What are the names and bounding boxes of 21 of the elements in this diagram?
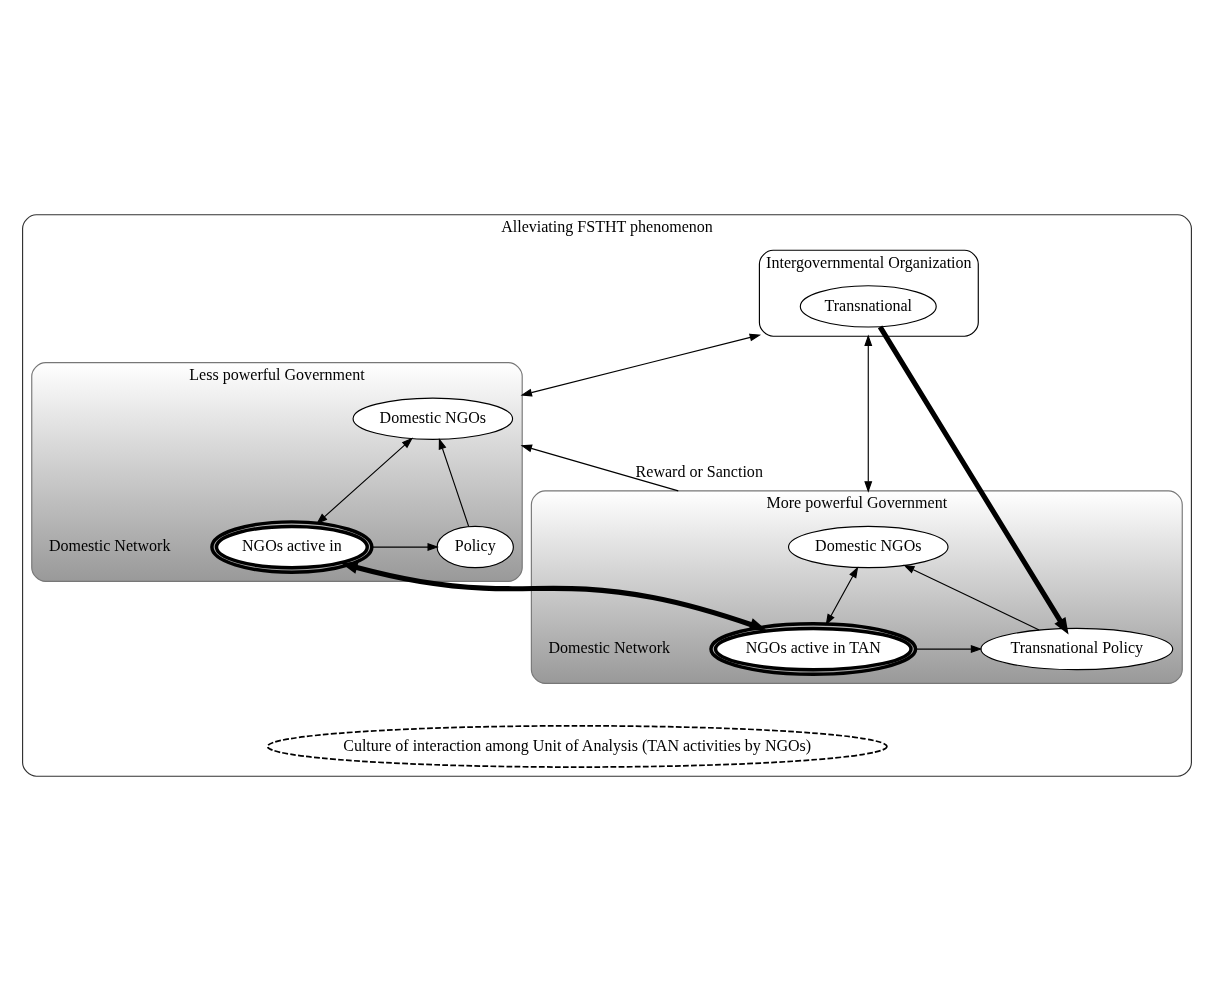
node-label: Domestic Network: [48, 536, 171, 554]
node-ellipse: Policy: [436, 525, 514, 568]
arrow: [341, 560, 767, 631]
node-ellipse: Transnational Policy: [980, 627, 1174, 670]
edge-label: Reward or Sanction: [635, 462, 763, 480]
node-ellipse: Transnational: [799, 284, 937, 328]
arrow: [825, 565, 859, 626]
arrow: [915, 644, 983, 653]
node-ellipse: Domestic NGOs: [787, 525, 949, 568]
arrow: [877, 325, 1069, 634]
arrow: [371, 542, 439, 551]
arrow: [864, 333, 873, 493]
arrow: [520, 333, 762, 396]
arrow: [520, 444, 679, 491]
arrow: [316, 437, 413, 524]
node-label: Domestic Network: [548, 638, 671, 656]
arrow: [438, 437, 470, 527]
node-ellipse: Culture of interaction among Unit of Analysis (TAN activities by NGOs): [266, 724, 888, 768]
node-ellipse: Domestic NGOs: [352, 397, 514, 440]
arrow: [903, 564, 1040, 630]
node-ellipse: NGOs active in TAN: [709, 621, 918, 676]
